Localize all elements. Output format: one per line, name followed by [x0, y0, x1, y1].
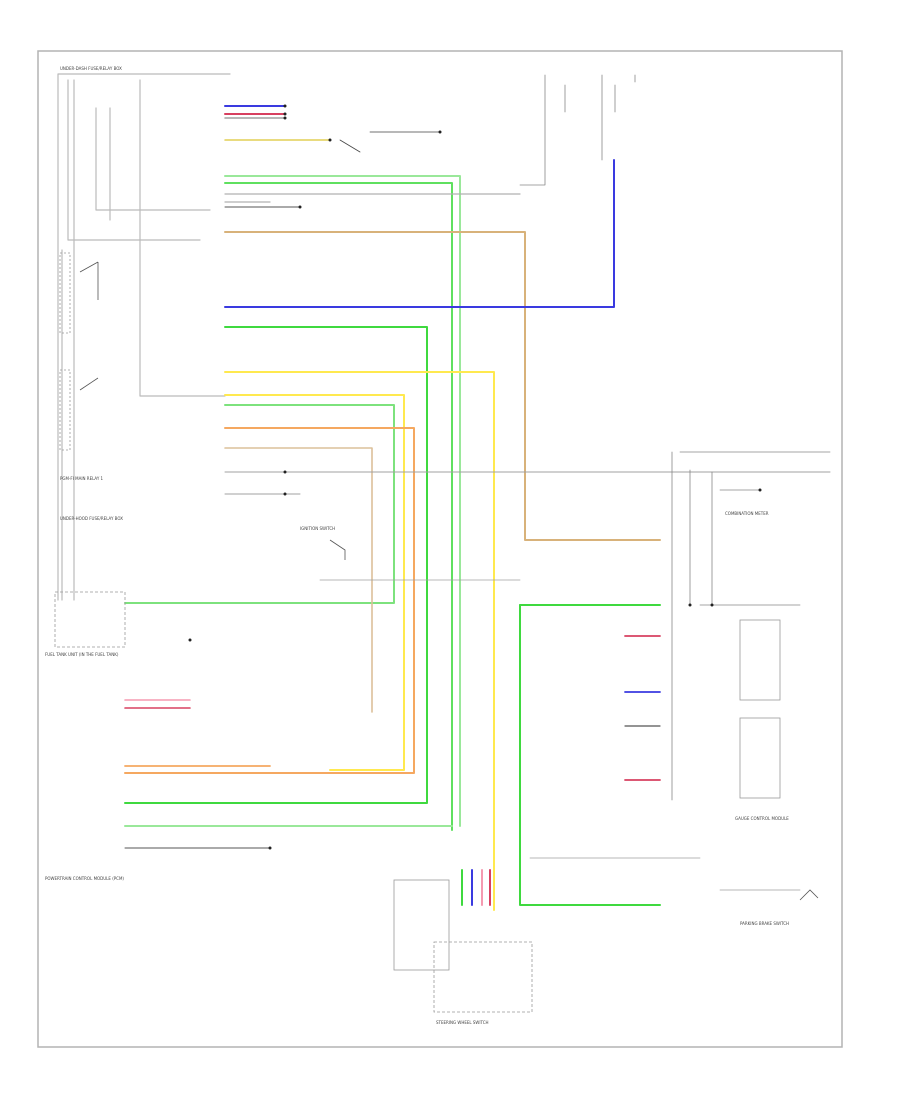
orange-wire	[124, 427, 415, 774]
junction-dot	[438, 130, 442, 134]
junction-dot	[283, 470, 287, 474]
wire-set	[57, 73, 831, 911]
brake-switch-symbol	[799, 889, 819, 901]
left-connector-box	[59, 252, 71, 334]
small-module-box	[393, 879, 450, 971]
component-labels: UNDER-DASH FUSE/RELAY BOX FUEL TANK UNIT…	[45, 66, 789, 1025]
component-boxes	[54, 252, 781, 1013]
yellow-wire	[224, 371, 495, 911]
label-steering-wheel-switch: STEERING WHEEL SWITCH	[436, 1020, 489, 1025]
junction-dot	[268, 846, 272, 850]
gray-wire-right	[529, 857, 801, 891]
fuel-tank-unit-box	[54, 591, 126, 648]
relay-line	[519, 74, 636, 186]
tan-wire-2	[224, 447, 373, 713]
gray-bus-wire	[57, 73, 231, 601]
gauge-module-box-2	[739, 717, 781, 799]
green-wire-right	[519, 604, 661, 906]
gauge-module-box	[739, 619, 781, 701]
junction-dot	[283, 116, 287, 120]
green-wire-3	[124, 326, 428, 804]
gray-wire-3	[224, 471, 831, 495]
label-gauge-control-module: GAUGE CONTROL MODULE	[735, 816, 789, 821]
switch-wire-top	[339, 131, 441, 153]
junction-dot	[710, 603, 714, 607]
junction-dot	[758, 488, 762, 492]
blue-wire-long	[224, 159, 615, 308]
junction-dot	[328, 138, 332, 142]
right-bus	[671, 451, 831, 801]
junction-dot	[188, 638, 192, 642]
green-wire-2	[224, 182, 453, 831]
junction-dot	[283, 112, 287, 116]
connector-dots	[188, 104, 762, 850]
tan-wire	[224, 231, 661, 541]
junction-dot	[283, 492, 287, 496]
label-pgm-fi-main-relay: PGM-FI MAIN RELAY 1	[60, 476, 104, 481]
switch-symbols	[79, 261, 819, 901]
relay-switch-1	[79, 261, 99, 300]
label-parking-brake-switch: PARKING BRAKE SWITCH	[740, 921, 789, 926]
label-combination-meter: COMBINATION METER	[725, 511, 769, 516]
label-under-dash-fuse-box: UNDER-DASH FUSE/RELAY BOX	[60, 66, 122, 71]
junction-dot	[283, 104, 287, 108]
green-wire-1	[224, 175, 461, 827]
yellow-wire-2	[224, 394, 405, 771]
diagram-frame	[37, 50, 843, 1048]
ignition-switch-symbol	[329, 539, 346, 560]
junction-dot	[298, 205, 302, 209]
relay-switch-2	[79, 377, 99, 391]
label-underhood-fuse-box: UNDER-HOOD FUSE/RELAY BOX	[60, 516, 123, 521]
pcm-connector-box	[433, 941, 533, 1013]
left-connector-box-2	[59, 369, 71, 451]
label-powertrain-control-module: POWERTRAIN CONTROL MODULE (PCM)	[45, 876, 124, 881]
junction-dot	[688, 603, 692, 607]
green-wire-4	[124, 404, 395, 604]
label-fuel-tank-unit: FUEL TANK UNIT (IN THE FUEL TANK)	[45, 652, 119, 657]
gray-wire-2	[224, 193, 521, 203]
label-ignition-switch: IGNITION SWITCH	[300, 526, 335, 531]
